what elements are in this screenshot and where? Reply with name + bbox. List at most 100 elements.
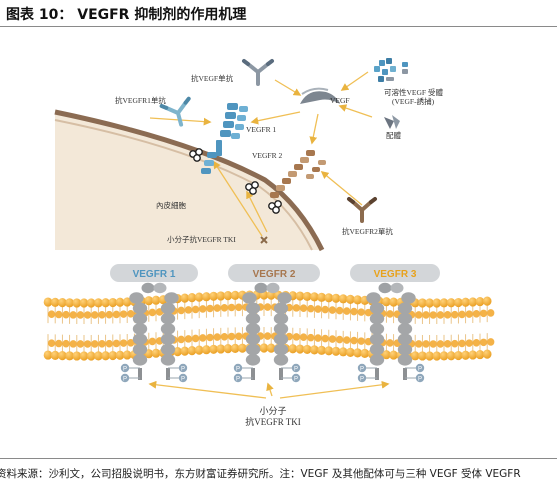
ligand-dimer: [153, 282, 167, 294]
phosphate-icon: [357, 373, 367, 383]
lipid-head: [321, 305, 329, 314]
lipid-head: [177, 335, 185, 344]
lipid-head: [444, 340, 452, 348]
lipid-head: [300, 333, 308, 342]
receptor-domain: [160, 323, 176, 335]
lipid-head: [58, 351, 67, 361]
lipid-head: [108, 350, 118, 361]
source-note: 资料来源：沙利文，公司招股说明书，东方财富证券研究所。注：VEGF 及其他配体可…: [0, 468, 521, 480]
lipid-head: [475, 296, 485, 307]
receptor-domain: [397, 354, 413, 366]
lipid-head: [432, 298, 442, 308]
vegfr1-receptor-top: [201, 103, 248, 174]
lipid-head: [264, 303, 272, 311]
ligand-dimer: [266, 282, 280, 294]
lipid-head: [127, 338, 135, 347]
receptor-domain: [245, 333, 261, 346]
phosphate-icon: [291, 363, 301, 373]
lipid-head: [144, 296, 154, 306]
lipid-head: [317, 292, 326, 302]
lipid-head: [187, 346, 197, 356]
receptor-domain: [245, 354, 261, 366]
receptor-domain: [245, 302, 261, 315]
label-ligand: 配體: [386, 130, 401, 140]
lipid-head: [444, 311, 452, 319]
receptor-stalk: [403, 368, 407, 380]
lipid-head: [418, 351, 427, 361]
lipid-head: [238, 343, 247, 353]
receptor-domain: [369, 323, 385, 335]
mechanism-diagram: 抗VEGF单抗 抗VEGFR1单抗 VEGF 可溶性VEGF 受體 (VEGF-…: [43, 58, 495, 427]
phosphate-label: P: [123, 376, 127, 382]
label-small-molecule-tki: 小分子抗VEGFR TKI: [167, 234, 236, 244]
receptor-domain: [401, 292, 416, 304]
lipid-head: [177, 306, 185, 315]
lipid-head: [105, 310, 113, 319]
ligand-icon: [384, 115, 400, 129]
receptor-domain: [273, 323, 289, 335]
phosphate-icon: [233, 373, 243, 383]
lipid-head: [482, 349, 492, 359]
receptor-domain: [369, 333, 385, 346]
phosphate-label: P: [181, 366, 185, 372]
lipid-head: [228, 303, 236, 312]
receptor-stalk: [251, 368, 255, 380]
lipid-head: [307, 333, 315, 342]
receptor-domain: [132, 333, 148, 346]
lipid-head: [465, 339, 473, 347]
lipid-head: [122, 297, 132, 307]
lipid-head: [468, 350, 478, 360]
lipid-head: [446, 298, 456, 308]
receptor-domain: [160, 343, 176, 356]
lipid-head: [454, 350, 463, 361]
phosphate-icon: [233, 363, 243, 373]
lipid-head: [300, 304, 308, 313]
lipid-head: [48, 339, 56, 348]
label-anti-vegfr2-mab: 抗VEGFR2單抗: [342, 226, 393, 236]
phosphate-icon: [415, 363, 425, 373]
phosphate-icon: [120, 363, 130, 373]
lipid-head: [458, 339, 466, 348]
lipid-head: [220, 303, 228, 312]
tki-molecules: [189, 148, 282, 244]
lipid-head: [266, 343, 276, 353]
receptor-domain: [242, 292, 257, 304]
phosphate-icon: [178, 363, 188, 373]
lipid-head: [350, 307, 358, 316]
lipid-head: [69, 340, 77, 348]
figure-title-bar: 图表 10： VEGFR 抑制剂的作用机理: [0, 0, 557, 27]
receptor-domain: [397, 312, 413, 325]
lipid-head: [43, 297, 53, 307]
receptor-stalk: [375, 368, 379, 380]
lipid-head: [353, 348, 362, 358]
lipid-head: [213, 333, 221, 341]
lipid-head: [112, 310, 120, 319]
cell-membrane: [54, 109, 325, 252]
lipid-head: [94, 351, 103, 361]
lipid-head: [310, 292, 319, 302]
lipid-head: [62, 310, 70, 319]
lipid-head: [72, 298, 82, 308]
lipid-head: [436, 340, 444, 348]
lipid-head: [192, 334, 200, 343]
lipid-head: [199, 334, 207, 342]
lipid-head: [336, 335, 344, 344]
receptor-domain: [273, 333, 289, 346]
lipid-head: [220, 332, 228, 341]
tki-arrows: [148, 380, 390, 399]
lipid-head: [72, 351, 82, 361]
lipid-head: [357, 308, 365, 316]
receptor-domain: [369, 343, 385, 356]
lipid-head: [98, 340, 106, 348]
lipid-head: [331, 293, 341, 303]
lipid-head: [302, 344, 312, 355]
receptor-domain: [366, 292, 381, 304]
receptor-domain: [397, 343, 413, 356]
lipid-head: [101, 351, 110, 361]
lipid-head: [50, 350, 60, 360]
lipid-head: [115, 350, 125, 360]
lipid-head: [480, 309, 488, 318]
receptor-domain: [164, 292, 179, 304]
lipid-head: [202, 345, 211, 355]
lipid-head: [436, 311, 444, 319]
